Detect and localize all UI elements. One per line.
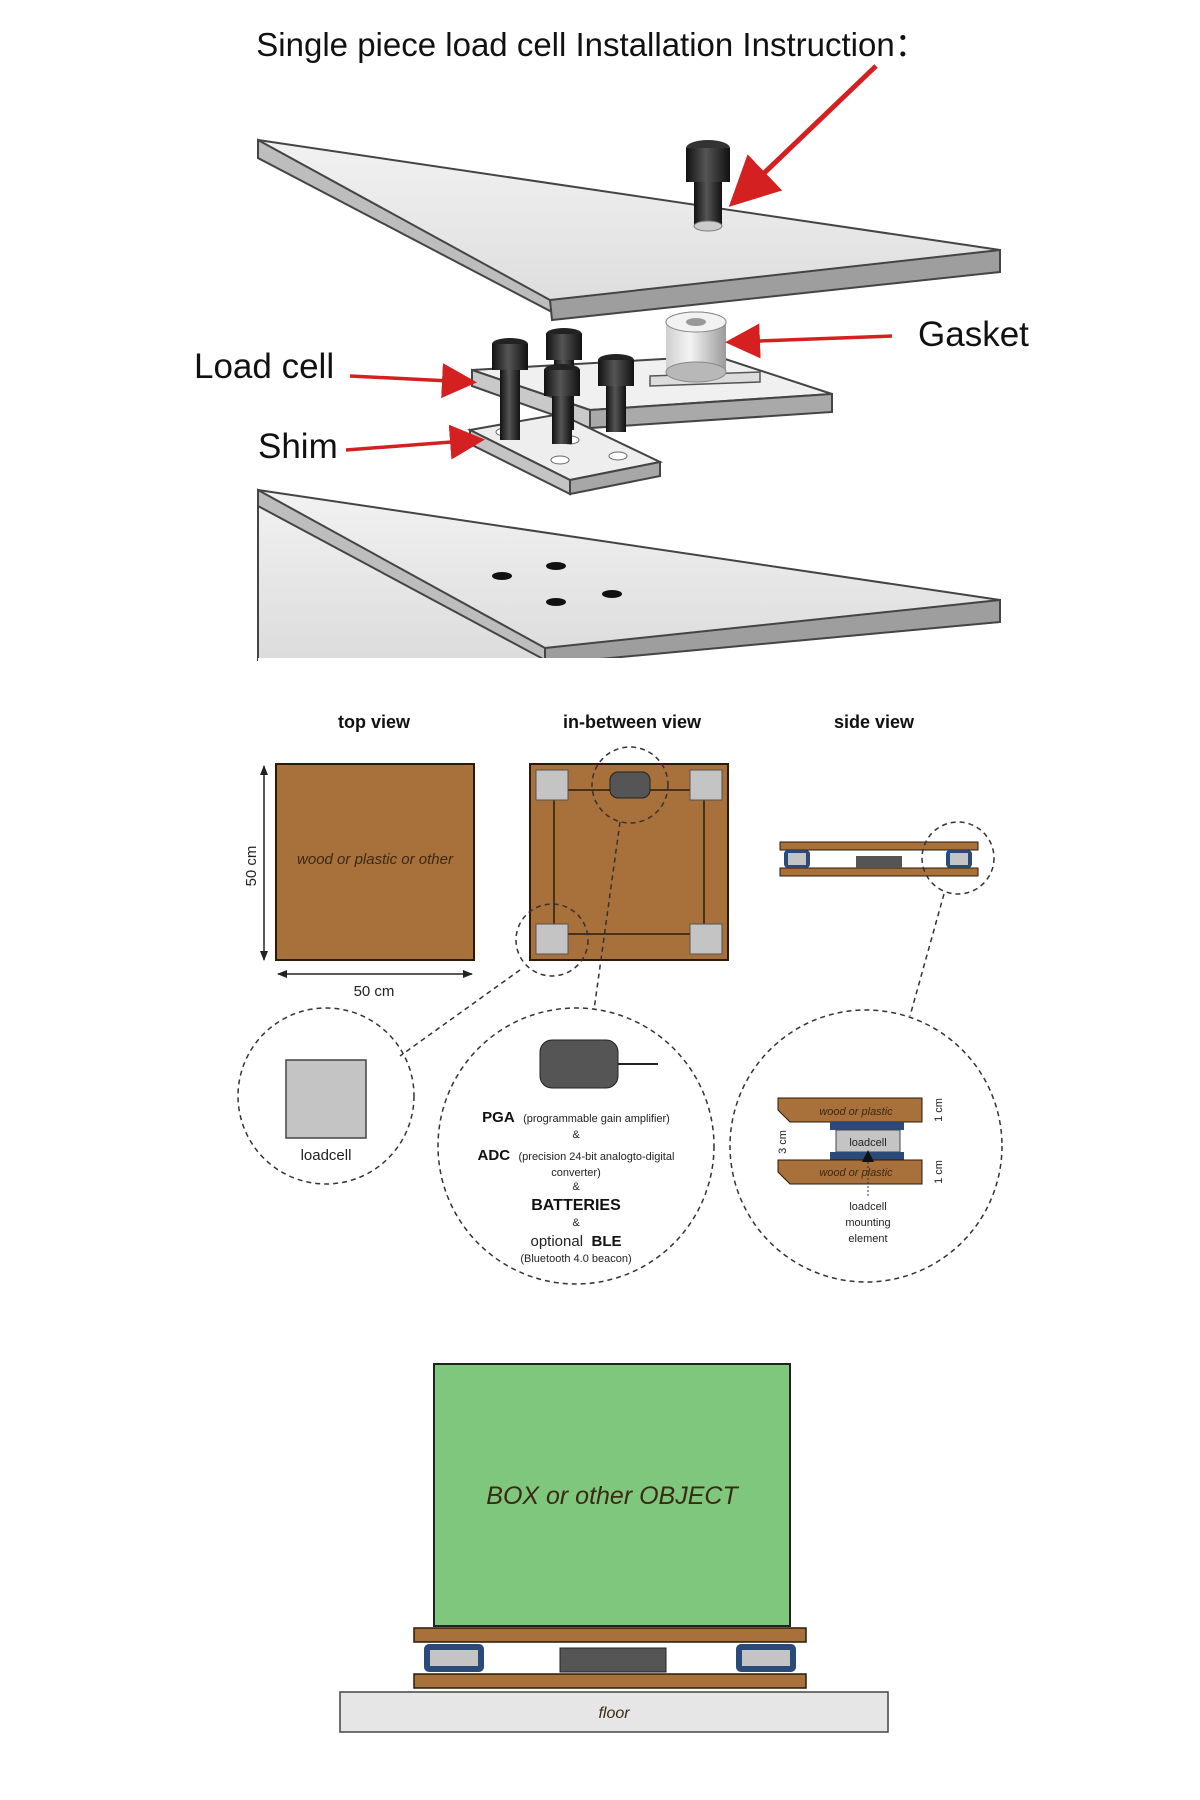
scale-assembly [413, 1627, 807, 1689]
detail-connectors [399, 821, 945, 1057]
board-text: wood or plastic or other [297, 851, 454, 868]
side-loadcell-label: loadcell [849, 1137, 886, 1149]
mounting-line-2: mounting [845, 1217, 890, 1229]
top-view-board: wood or plastic or other [275, 763, 475, 961]
shim-label: Shim [258, 427, 338, 466]
in-between-board [515, 746, 729, 977]
detail-side: wood or plastic loadcell wood or plastic… [729, 1009, 1003, 1283]
dim-1cm-bottom: 1 cm [933, 1160, 945, 1184]
shim-arrow [345, 424, 485, 460]
ble-label: BLE [592, 1233, 622, 1250]
top-plate [257, 138, 1001, 322]
top-bolt [686, 140, 730, 232]
bolt-arrow [728, 64, 878, 207]
box-label: BOX or other OBJECT [486, 1482, 739, 1510]
pga-label: PGA [482, 1109, 515, 1126]
adc-label: ADC [478, 1147, 511, 1164]
floor-label: floor [598, 1705, 630, 1722]
batteries-label: BATTERIES [531, 1197, 621, 1214]
load-cell-bolts [492, 328, 634, 444]
detail-electronics: PGA (programmable gain amplifier) & ADC … [437, 1007, 715, 1285]
ble-line: optional BLE [531, 1233, 622, 1250]
side-view-stack [779, 821, 995, 895]
in-between-view-heading: in-between view [563, 712, 702, 732]
detail-loadcell: loadcell [237, 1007, 415, 1185]
gasket-arrow [725, 323, 893, 359]
load-cell-arrow [349, 363, 477, 399]
dim-3cm: 3 cm [777, 1130, 789, 1154]
gasket [665, 311, 727, 383]
floor: floor [339, 1691, 889, 1733]
adc-desc-2: converter) [551, 1167, 601, 1179]
adc-line: ADC (precision 24-bit analogto-digital [478, 1147, 675, 1164]
mounting-line-1: loadcell [849, 1201, 886, 1213]
detail-loadcell-label: loadcell [301, 1147, 352, 1164]
top-view-heading: top view [338, 712, 411, 732]
adc-desc: (precision 24-bit analogto-digital [519, 1151, 675, 1163]
side-view-heading: side view [834, 712, 915, 732]
amp-2: & [572, 1181, 580, 1193]
load-cell-label: Load cell [194, 347, 334, 386]
width-label: 50 cm [354, 983, 395, 1000]
install-title: Single piece load cell Installation Inst… [256, 26, 927, 63]
pga-desc: (programmable gain amplifier) [523, 1113, 670, 1125]
object-box: BOX or other OBJECT [433, 1363, 791, 1627]
height-label: 50 cm [243, 846, 260, 887]
pga-line: PGA (programmable gain amplifier) [482, 1109, 670, 1126]
side-bottom-board-label: wood or plastic [819, 1167, 893, 1179]
gasket-label: Gasket [918, 315, 1029, 354]
side-top-board-label: wood or plastic [819, 1106, 893, 1118]
ble-desc: (Bluetooth 4.0 beacon) [520, 1253, 631, 1265]
dim-1cm-top: 1 cm [933, 1098, 945, 1122]
optional-label: optional [531, 1233, 584, 1250]
bottom-plate [257, 488, 1001, 668]
mounting-line-3: element [848, 1233, 887, 1245]
amp-3: & [572, 1217, 580, 1229]
amp-1: & [572, 1129, 580, 1141]
